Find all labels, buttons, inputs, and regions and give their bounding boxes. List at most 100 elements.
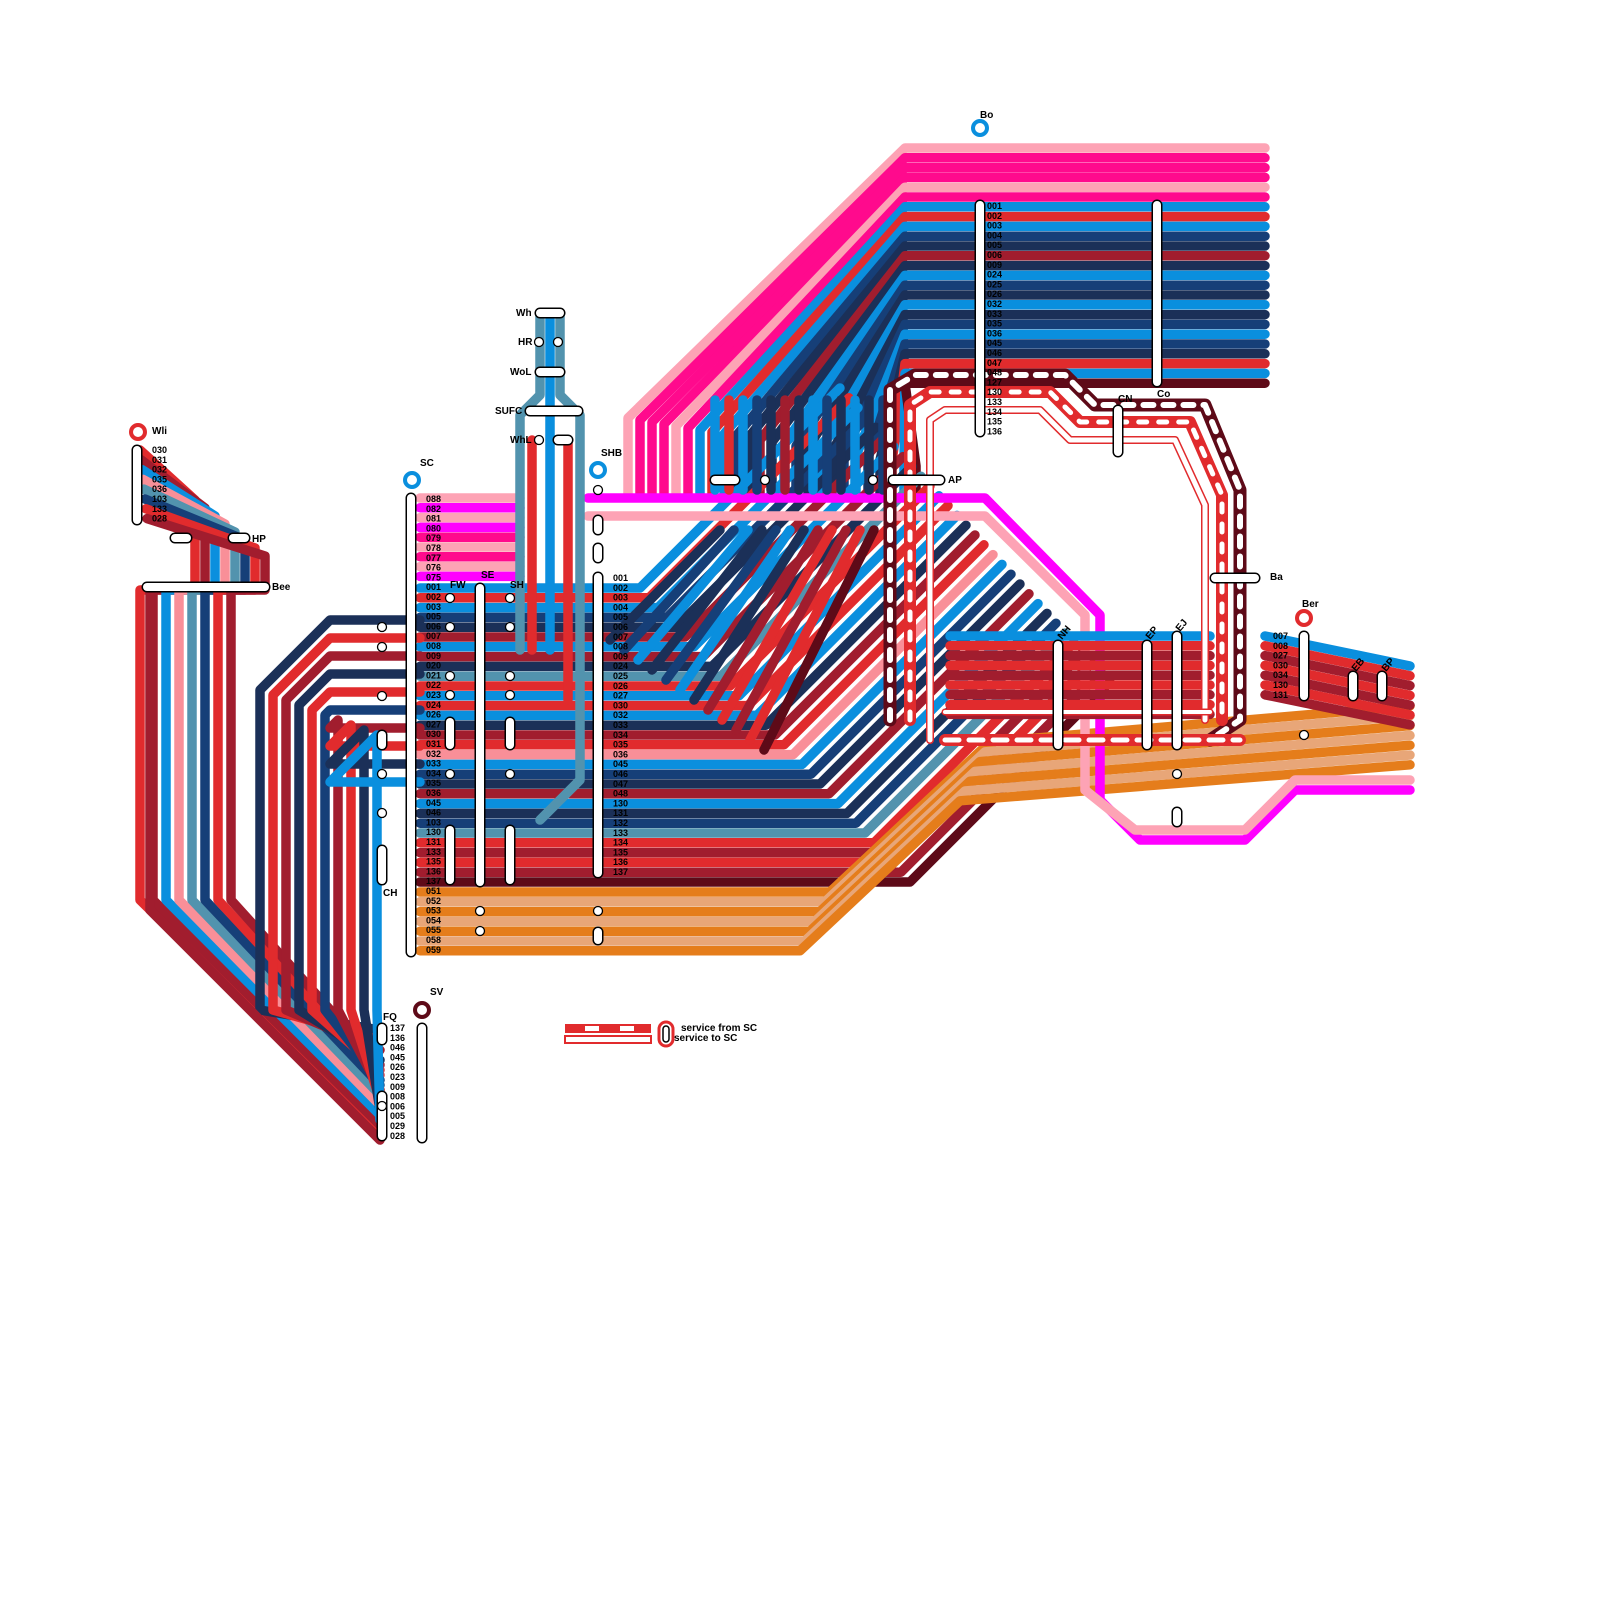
route-number-label: 080 xyxy=(426,523,441,533)
bo-line xyxy=(743,241,1270,500)
station-label-wli: Wli xyxy=(152,426,167,437)
route-number-label: 033 xyxy=(987,309,1002,319)
route-number-label: 005 xyxy=(426,612,441,622)
route-number-label: 008 xyxy=(390,1092,405,1102)
stop-marker[interactable] xyxy=(504,768,516,780)
route-number-label: 026 xyxy=(987,289,1002,299)
route-number-label: 082 xyxy=(426,504,441,514)
stop-marker[interactable] xyxy=(444,689,456,701)
route-number-label: 033 xyxy=(613,720,628,730)
route-number-label: 045 xyxy=(987,338,1002,348)
station-label-co: Co xyxy=(1157,389,1170,400)
terminal-ring-ber[interactable] xyxy=(1295,609,1313,627)
fq-line xyxy=(307,687,425,1075)
stop-marker[interactable] xyxy=(592,905,604,917)
stop-marker[interactable] xyxy=(1171,768,1183,780)
sc-right-line xyxy=(415,579,1025,789)
stop-marker[interactable] xyxy=(376,641,388,653)
stop-marker[interactable] xyxy=(867,474,879,486)
route-number-label: 045 xyxy=(390,1052,405,1062)
route-number-label: 058 xyxy=(426,935,441,945)
station-label-wol: WoL xyxy=(510,367,531,378)
station-label-sv: SV xyxy=(430,987,444,998)
stop-marker[interactable] xyxy=(759,474,771,486)
stop-marker[interactable] xyxy=(444,670,456,682)
bo-line xyxy=(659,172,1270,500)
route-number-label: 059 xyxy=(426,945,441,955)
route-number-label: 132 xyxy=(613,818,628,828)
route-number-label: 024 xyxy=(426,700,441,710)
diagonal-line xyxy=(759,525,879,755)
stop-marker[interactable] xyxy=(444,592,456,604)
stop-marker[interactable] xyxy=(504,592,516,604)
stop-marker[interactable] xyxy=(592,484,604,496)
route-number-label: 027 xyxy=(426,719,441,729)
route-number-label: 031 xyxy=(152,455,167,465)
stop-marker[interactable] xyxy=(504,670,516,682)
bo-line xyxy=(683,192,1270,500)
route-number-label: 034 xyxy=(613,730,628,740)
route-number-label: 134 xyxy=(987,407,1002,417)
stop-marker[interactable] xyxy=(504,621,516,633)
route-number-label: 002 xyxy=(987,211,1002,221)
stop-marker[interactable] xyxy=(552,336,564,348)
ber-line xyxy=(1260,680,1415,720)
terminal-ring-sc[interactable] xyxy=(403,471,421,489)
route-number-label: 003 xyxy=(987,221,1002,231)
stop-marker[interactable] xyxy=(533,434,545,446)
route-number-label: 004 xyxy=(987,230,1002,240)
route-number-label: 133 xyxy=(426,847,441,857)
terminal-ring-shb[interactable] xyxy=(589,461,607,479)
terminal-ring-bo[interactable] xyxy=(971,119,989,137)
ber-line xyxy=(1260,690,1415,730)
diagonal-line xyxy=(703,525,823,715)
striped-route-lines xyxy=(883,368,1247,747)
route-number-label: 026 xyxy=(613,681,628,691)
stop-marker[interactable] xyxy=(444,768,456,780)
route-number-label: 024 xyxy=(613,661,628,671)
route-number-label: 005 xyxy=(613,612,628,622)
diagonal-line xyxy=(619,525,739,655)
route-number-label: 002 xyxy=(426,592,441,602)
route-number-label: 130 xyxy=(987,387,1002,397)
route-number-label: 079 xyxy=(426,533,441,543)
route-number-label: 036 xyxy=(987,328,1002,338)
station-label-sc: SC xyxy=(420,458,434,469)
stop-marker[interactable] xyxy=(376,768,388,780)
route-number-label: 054 xyxy=(426,915,441,925)
stop-marker[interactable] xyxy=(533,336,545,348)
route-number-label: 027 xyxy=(613,691,628,701)
stop-marker[interactable] xyxy=(376,1100,388,1112)
route-number-label: 035 xyxy=(152,474,167,484)
bo-line xyxy=(635,153,1270,500)
stop-marker[interactable] xyxy=(1298,729,1310,741)
station-label-cn: CN xyxy=(1118,394,1132,405)
stop-marker[interactable] xyxy=(474,925,486,937)
stop-marker[interactable] xyxy=(474,905,486,917)
diagonal-line xyxy=(661,525,781,685)
stop-marker[interactable] xyxy=(376,807,388,819)
terminal-ring-wli[interactable] xyxy=(129,423,147,441)
station-label-hr: HR xyxy=(518,337,533,348)
ber-line xyxy=(1260,670,1415,710)
route-number-label: 055 xyxy=(426,925,441,935)
stop-marker[interactable] xyxy=(376,621,388,633)
bo-line xyxy=(695,202,1270,500)
diagonal-line xyxy=(689,525,809,705)
route-number-label: 007 xyxy=(1273,631,1288,641)
stop-marker[interactable] xyxy=(376,690,388,702)
station-label-sufc: SUFC xyxy=(495,406,522,417)
route-number-label: 006 xyxy=(987,250,1002,260)
sc-right-line xyxy=(415,540,989,750)
terminal-ring-sv[interactable] xyxy=(413,1001,431,1019)
route-number-label: 006 xyxy=(426,621,441,631)
route-number-label: 135 xyxy=(426,857,441,867)
route-number-label: 052 xyxy=(426,896,441,906)
route-number-label: 030 xyxy=(426,729,441,739)
stop-marker[interactable] xyxy=(444,621,456,633)
legend: service from SC service to SC xyxy=(564,1020,757,1048)
wh-branch-line xyxy=(515,310,545,655)
route-number-label: 027 xyxy=(1273,651,1288,661)
stop-marker[interactable] xyxy=(504,689,516,701)
route-number-label: 134 xyxy=(613,838,628,848)
